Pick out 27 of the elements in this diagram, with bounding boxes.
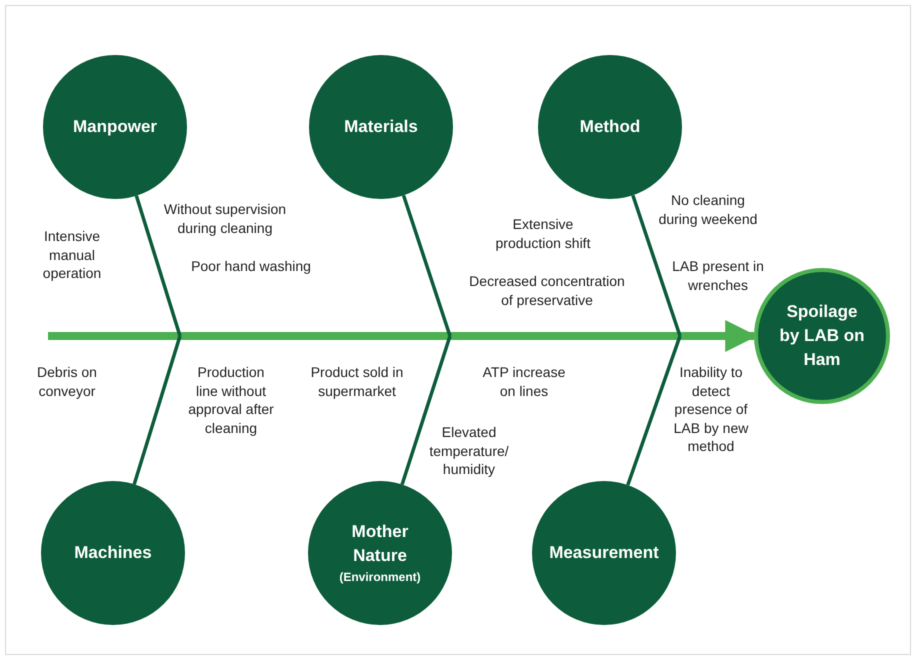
cause-text: No cleaning during weekend [658,191,758,228]
cause-text: Poor hand washing [190,257,312,276]
circle-title: Method [578,116,642,138]
cause-text: Intensive manual operation [42,227,102,282]
cause-text: Product sold in supermarket [310,363,404,400]
cause-text: Elevated temperature/ humidity [428,423,510,478]
circle-title: Spoilage by LAB on Ham [778,301,866,371]
cause-text: LAB present in wrenches [671,257,765,294]
cause-text: Inability to detect presence of LAB by new method [672,363,750,456]
bone-line [134,195,182,337]
cause-text: Production line without approval after cleaning [187,363,275,437]
circle-title: Machines [73,542,153,564]
bone-line [400,335,452,486]
bone-line [626,335,682,486]
cause-text: Decreased concentration of preservative [468,272,626,309]
cause-text: Debris on conveyor [36,363,98,400]
circle-title: Mother Nature [350,521,410,567]
circle-title: Materials [343,116,419,138]
circle-title: Manpower [72,116,158,138]
circle-subtitle: (Environment) [339,569,421,586]
bone-line [631,194,682,337]
cause-text: ATP increase on lines [482,363,566,400]
bone-line [402,194,452,337]
circle-title: Measurement [548,542,660,564]
bone-line [132,335,182,485]
cause-text: Extensive production shift [494,215,592,252]
cause-text: Without supervision during cleaning [162,200,288,237]
